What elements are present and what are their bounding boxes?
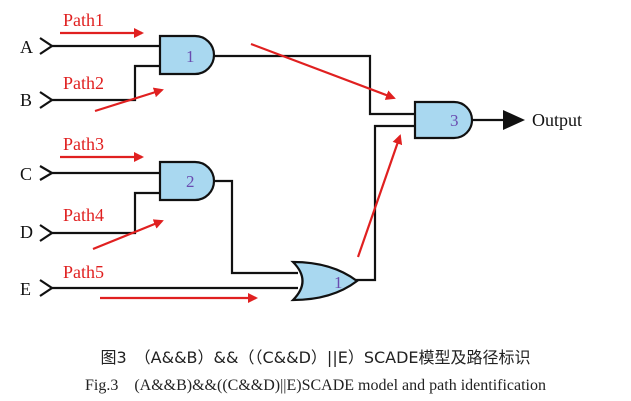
and-gate-2	[158, 160, 216, 202]
logic-diagram: A B C D E 1 2 3 1 Output Path1 Path2 Pat…	[20, 10, 582, 303]
wire-and1-to-and3	[214, 54, 415, 116]
input-label-c: C	[20, 164, 32, 184]
path-label-5: Path5	[63, 262, 104, 282]
path-label-3: Path3	[63, 134, 104, 154]
and-gate-1-number: 1	[186, 47, 195, 66]
path4-arrow	[92, 219, 164, 251]
input-label-b: B	[20, 90, 32, 110]
wire-d	[52, 191, 160, 235]
path-label-2: Path2	[63, 73, 104, 93]
input-c-chevron	[39, 165, 55, 181]
input-label-a: A	[20, 37, 33, 57]
output-label: Output	[532, 110, 582, 130]
input-a-chevron	[39, 37, 54, 55]
wire-and2-to-or1	[214, 179, 298, 275]
figure-caption-chinese: 图3 （A&&B）&&（（C&&D）||E）SCADE模型及路径标识	[100, 348, 531, 367]
figure-caption-english: Fig.3 (A&&B)&&((C&&D)||E)SCADE model and…	[84, 377, 547, 394]
path-label-4: Path4	[63, 205, 104, 225]
or-gate-1	[290, 260, 359, 302]
and-gate-2-number: 2	[186, 172, 195, 191]
input-e-chevron	[39, 279, 54, 297]
input-d-chevron	[39, 224, 54, 242]
path2-arrow	[94, 87, 164, 113]
and-gate-1	[158, 34, 216, 76]
wire-b	[52, 64, 160, 102]
input-label-d: D	[20, 222, 33, 242]
and-gate-3	[413, 100, 474, 140]
wire-or1-to-and3	[354, 124, 415, 282]
and-gate-3-number: 3	[450, 111, 459, 130]
or1-to-and3-arrow	[356, 134, 403, 258]
and1-to-and3-arrow	[250, 42, 396, 100]
input-label-e: E	[20, 279, 31, 299]
input-b-chevron	[39, 91, 54, 109]
or-gate-1-number: 1	[334, 273, 343, 292]
path-label-1: Path1	[63, 10, 104, 30]
